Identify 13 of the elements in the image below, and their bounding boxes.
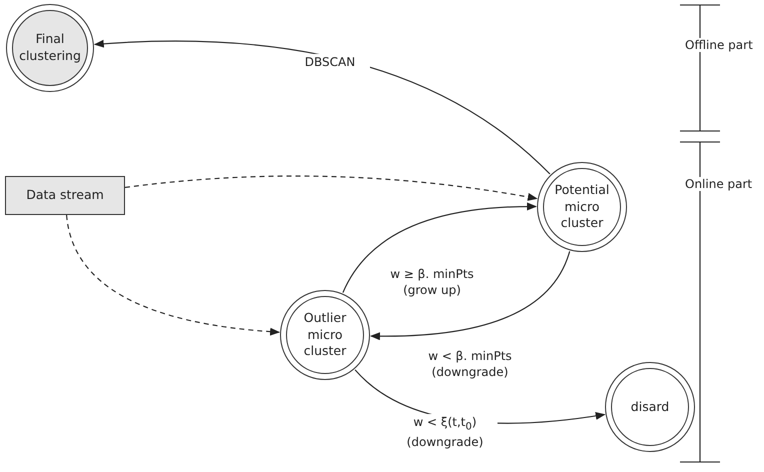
arrow <box>124 176 538 201</box>
arrow <box>94 40 550 174</box>
section-label: Online part <box>683 177 754 191</box>
node-label: disard <box>630 398 670 416</box>
node-label: Data stream <box>25 187 105 204</box>
section-label: Offline part <box>683 38 755 52</box>
node-label: Final clustering <box>18 31 82 65</box>
node-label: Outlier micro cluster <box>302 310 348 360</box>
process-box <box>5 176 125 215</box>
arrow <box>66 214 280 336</box>
arrow <box>370 251 570 340</box>
node-label: Potential micro cluster <box>554 182 610 232</box>
arrow <box>342 202 537 293</box>
